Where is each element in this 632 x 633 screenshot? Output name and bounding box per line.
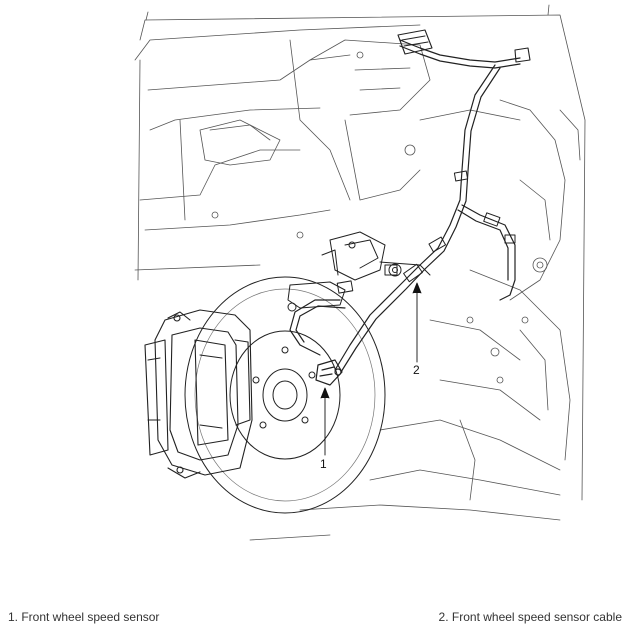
wheel-speed-sensor-cable xyxy=(289,39,521,373)
knuckle-bracket xyxy=(287,231,431,312)
body-structure xyxy=(134,4,586,541)
brake-disc xyxy=(184,276,386,514)
legend-item-1: 1. Front wheel speed sensor xyxy=(8,610,160,624)
brake-caliper xyxy=(144,309,253,479)
cable-clips xyxy=(336,170,516,294)
callout-leaders xyxy=(320,282,422,456)
callout-2-number: 2 xyxy=(413,363,420,377)
wheel-speed-sensor xyxy=(315,359,343,386)
callout-1-number: 1 xyxy=(320,457,327,471)
brake-assembly-diagram: 1 2 xyxy=(134,4,586,541)
harness-connector xyxy=(397,29,531,63)
legend-item-2: 2. Front wheel speed sensor cable xyxy=(438,610,622,624)
